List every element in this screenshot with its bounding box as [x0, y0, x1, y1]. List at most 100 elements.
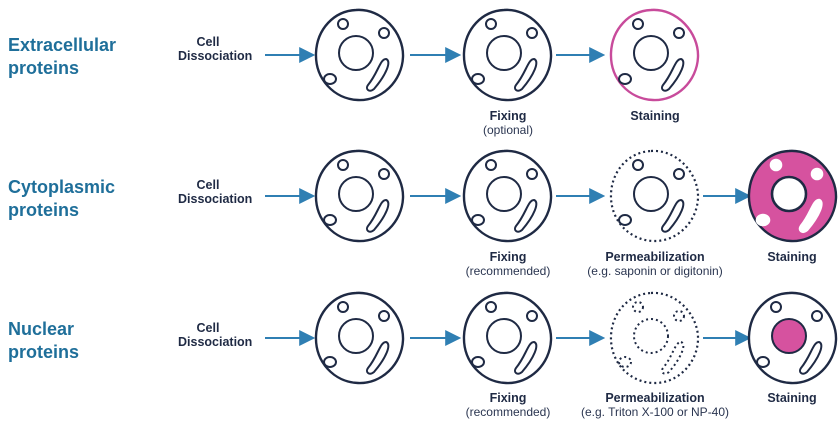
step-name: Staining: [767, 391, 817, 405]
vesicle: [323, 356, 337, 368]
row-title-line2: proteins: [8, 58, 80, 78]
cell-dissociation-label: Cell Dissociation: [178, 178, 253, 206]
vesicle: [810, 167, 824, 181]
row-title-line1: Cytoplasmic: [8, 177, 116, 197]
vesicle: [673, 27, 685, 39]
step-note: (optional): [482, 123, 534, 137]
vesicle: [471, 73, 485, 85]
organelle: [365, 340, 390, 375]
row-title-cytoplasmic: Cytoplasmic proteins: [8, 176, 178, 222]
row-title-line2: proteins: [8, 342, 80, 362]
vesicle: [526, 27, 538, 39]
vesicle: [485, 301, 497, 313]
vesicle: [526, 310, 538, 322]
vesicle: [378, 168, 390, 180]
row-title-extracellular: Extracellular proteins: [8, 34, 178, 80]
label-line: Cell: [196, 35, 220, 49]
vesicle: [770, 301, 782, 313]
cell-membrane: [314, 149, 405, 243]
fixing-label: Fixing (recommended): [443, 391, 573, 419]
nucleus: [486, 176, 522, 212]
vesicle: [323, 73, 337, 85]
vesicle: [811, 310, 823, 322]
fixing-label: Fixing (optional): [443, 109, 573, 137]
row-title-line1: Extracellular: [8, 35, 117, 55]
vesicle: [471, 214, 485, 226]
step-name: Permeabilization: [605, 250, 705, 264]
vesicle: [485, 159, 497, 171]
row-title-line2: proteins: [8, 200, 80, 220]
nucleus: [633, 35, 669, 71]
organelle: [660, 340, 685, 375]
vesicle: [756, 356, 770, 368]
vesicle: [337, 159, 349, 171]
label-line: Dissociation: [178, 192, 253, 206]
step-name: Staining: [767, 250, 817, 264]
cell-membrane: [462, 149, 553, 243]
vesicle: [485, 18, 497, 30]
permeabilization-label: Permeabilization (e.g. Triton X-100 or N…: [575, 391, 735, 419]
organelle: [660, 57, 685, 92]
staining-label: Staining: [590, 109, 720, 123]
vesicle: [755, 213, 771, 227]
cell-membrane: [314, 8, 405, 102]
label-line: Cell: [196, 178, 220, 192]
staining-label: Staining: [750, 250, 834, 264]
organelle: [660, 198, 685, 233]
step-name: Fixing: [489, 250, 527, 264]
vesicle: [378, 310, 390, 322]
nucleus: [338, 35, 374, 71]
vesicle: [632, 301, 644, 313]
vesicle: [618, 356, 632, 368]
nucleus: [338, 318, 374, 354]
step-note: (e.g. saponin or digitonin): [587, 264, 723, 278]
step-name: Fixing: [489, 391, 527, 405]
organelle: [365, 57, 390, 92]
step-name: Fixing: [489, 109, 527, 123]
cell-membrane: [609, 291, 700, 385]
cell-membrane: [609, 149, 700, 243]
step-note: (recommended): [465, 405, 551, 419]
vesicle: [618, 214, 632, 226]
step-note: (recommended): [465, 264, 551, 278]
label-line: Cell: [196, 321, 220, 335]
vesicle: [632, 159, 644, 171]
staining-label: Staining: [750, 391, 834, 405]
vesicle: [673, 168, 685, 180]
vesicle: [526, 168, 538, 180]
permeabilization-label: Permeabilization (e.g. saponin or digito…: [575, 250, 735, 278]
organelle: [513, 57, 538, 92]
step-name: Staining: [630, 109, 680, 123]
vesicle: [632, 18, 644, 30]
organelle: [513, 340, 538, 375]
vesicle: [337, 301, 349, 313]
organelle: [513, 198, 538, 233]
organelle: [365, 198, 390, 233]
vesicle: [323, 214, 337, 226]
organelle: [798, 198, 823, 233]
nucleus: [633, 318, 669, 354]
fixing-label: Fixing (recommended): [443, 250, 573, 278]
cell-dissociation-label: Cell Dissociation: [178, 321, 252, 349]
cell-membrane: [462, 291, 553, 385]
step-name: Permeabilization: [605, 391, 705, 405]
nucleus: [486, 35, 522, 71]
label-line: Dissociation: [178, 49, 253, 63]
nucleus: [633, 176, 669, 212]
vesicle: [378, 27, 390, 39]
organelle: [798, 340, 823, 375]
nucleus: [338, 176, 374, 212]
cell-membrane: [462, 8, 553, 102]
vesicle: [769, 158, 783, 172]
cell-membrane: [314, 291, 405, 385]
nucleus: [771, 318, 807, 354]
nucleus: [486, 318, 522, 354]
nucleus: [770, 175, 808, 213]
vesicle: [673, 310, 685, 322]
cell-dissociation-label: Cell Dissociation: [178, 35, 253, 63]
vesicle: [471, 356, 485, 368]
vesicle: [618, 73, 632, 85]
row-title-line1: Nuclear: [8, 319, 75, 339]
